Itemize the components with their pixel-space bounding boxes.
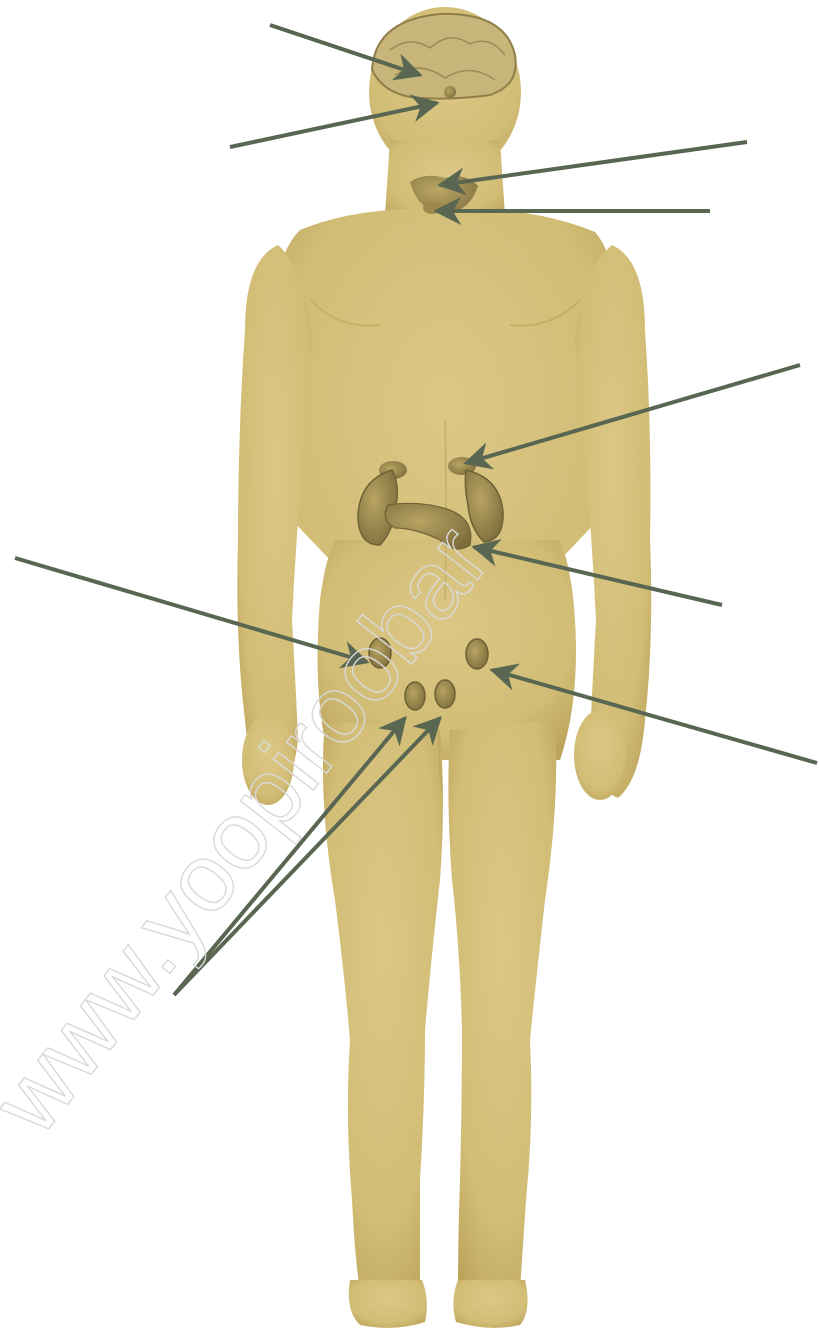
left-foot [349,1280,427,1328]
testis-right [435,680,455,708]
right-hand [574,710,626,800]
brain [372,14,516,99]
left-leg [323,720,443,1290]
right-foot [453,1280,527,1328]
right-leg [448,720,556,1290]
pituitary [444,86,456,98]
ovary-right [466,639,488,669]
pointer-ovary-left [15,558,367,662]
